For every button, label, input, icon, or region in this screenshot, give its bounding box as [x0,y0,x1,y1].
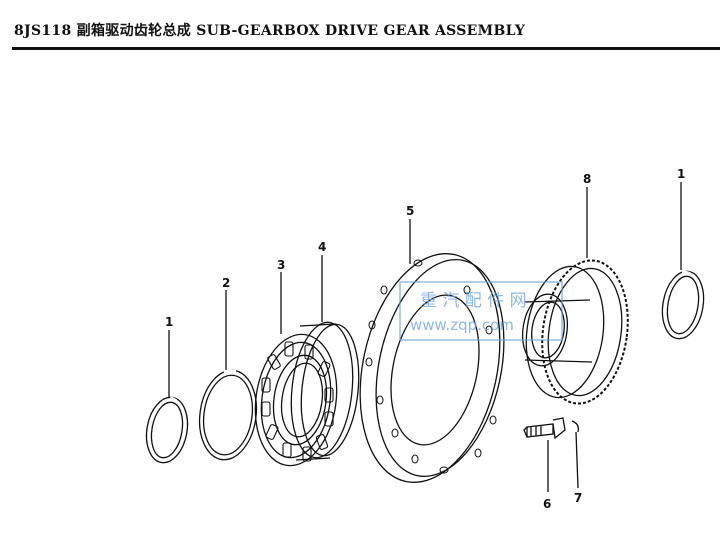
snap-ring-left [145,396,189,464]
bolt [523,417,566,440]
callout-6: 6 [543,497,551,511]
watermark: 重 汽 配 件 网 www.zqp.com [399,281,563,341]
watermark-line1: 重 汽 配 件 网 [420,291,527,311]
page-title: 8JS118 副箱驱动齿轮总成 SUB-GEARBOX DRIVE GEAR A… [14,23,526,39]
callout-8: 8 [583,172,591,186]
callout-1-right: 1 [677,167,685,181]
drive-gear [521,259,629,405]
snap-ring-right [661,270,705,340]
callout-7: 7 [574,491,582,505]
lock-washer [571,420,580,433]
roller-bearing [254,333,338,467]
leader-7 [575,431,579,489]
callout-3: 3 [277,258,285,272]
callout-2: 2 [222,276,230,290]
flange-plate [359,253,505,483]
callout-1-left: 1 [165,315,173,329]
retaining-ring [198,369,258,461]
callout-5: 5 [406,204,414,218]
watermark-line2: www.zqp.com [410,316,514,334]
callout-4: 4 [318,240,326,254]
bearing-race [290,321,360,461]
header-rule [12,47,720,50]
